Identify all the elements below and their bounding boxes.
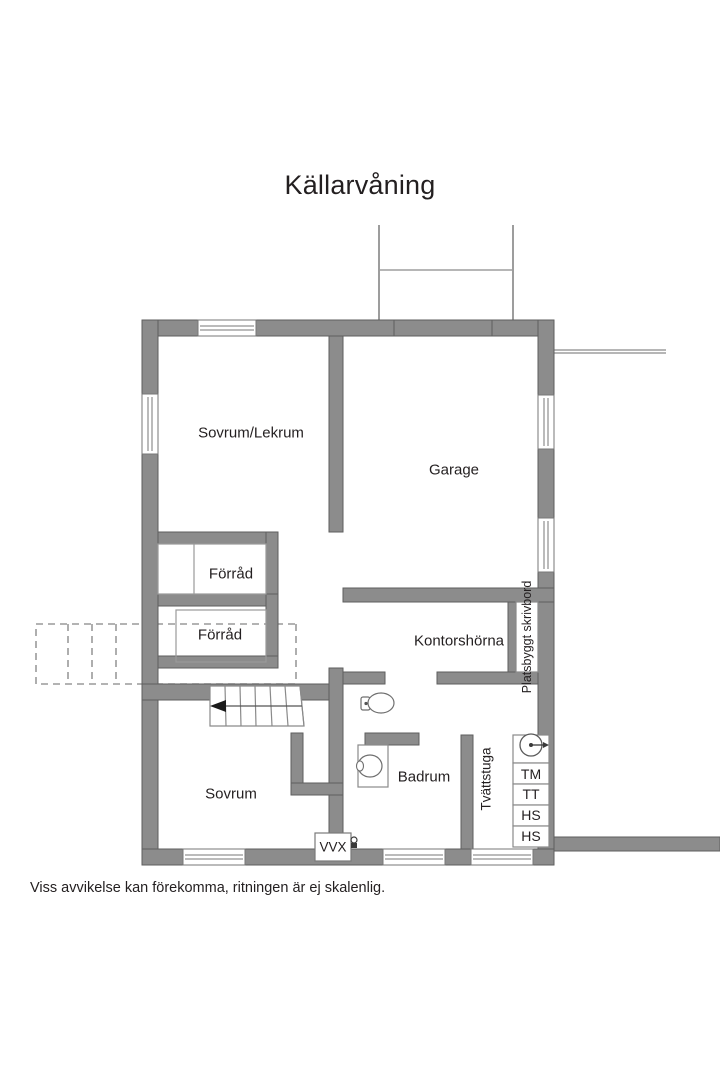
appliance-label-hs-2: HS bbox=[521, 828, 541, 844]
window-right-garage-upper bbox=[537, 394, 555, 450]
window-top-sovrumlekrum bbox=[197, 319, 257, 337]
dashed-stair-projection bbox=[35, 623, 297, 685]
disclaimer-text: Viss avvikelse kan förekomma, ritningen … bbox=[30, 880, 386, 896]
driveway-outline bbox=[378, 225, 514, 321]
room-label-forrad-upper: Förråd bbox=[208, 565, 254, 583]
room-label-sovrum-lekrum: Sovrum/Lekrum bbox=[198, 424, 304, 442]
fixture-label-platsbyggt-skrivbord: Platsbyggt skrivbord bbox=[519, 580, 534, 694]
room-label-kontorshorna: Kontorshörna bbox=[413, 632, 505, 650]
laundry-appliance-stack bbox=[512, 734, 550, 848]
right-guide-line bbox=[554, 349, 666, 354]
room-label-garage: Garage bbox=[428, 461, 480, 479]
window-right-garage-lower bbox=[537, 517, 555, 573]
washbasin-fixture bbox=[355, 744, 389, 788]
appliance-label-tt: TT bbox=[522, 786, 540, 802]
room-label-forrad-lower: Förråd bbox=[197, 626, 243, 644]
window-bottom-tvattstuga bbox=[470, 848, 534, 866]
window-bottom-sovrum bbox=[182, 848, 246, 866]
room-label-sovrum: Sovrum bbox=[205, 785, 257, 803]
page-title: Källarvåning bbox=[284, 170, 436, 200]
room-label-tvattstuga: Tvättstuga bbox=[478, 747, 494, 811]
appliance-label-tm: TM bbox=[520, 766, 542, 782]
stairs bbox=[209, 685, 305, 727]
forrad-shelving-outlines bbox=[157, 543, 267, 663]
appliance-label-hs-1: HS bbox=[521, 807, 541, 823]
windows bbox=[141, 319, 555, 866]
fixture-label-vvx: VVX bbox=[319, 839, 347, 855]
laundry-sink-icon bbox=[519, 733, 549, 757]
vvx-valve-icon bbox=[350, 836, 358, 848]
room-label-badrum: Badrum bbox=[397, 768, 451, 786]
window-left-sovrumlekrum bbox=[141, 393, 159, 455]
window-bottom-badrum bbox=[382, 848, 446, 866]
platsbyggt-skrivbord-panel bbox=[515, 601, 539, 673]
toilet-fixture bbox=[360, 692, 395, 714]
